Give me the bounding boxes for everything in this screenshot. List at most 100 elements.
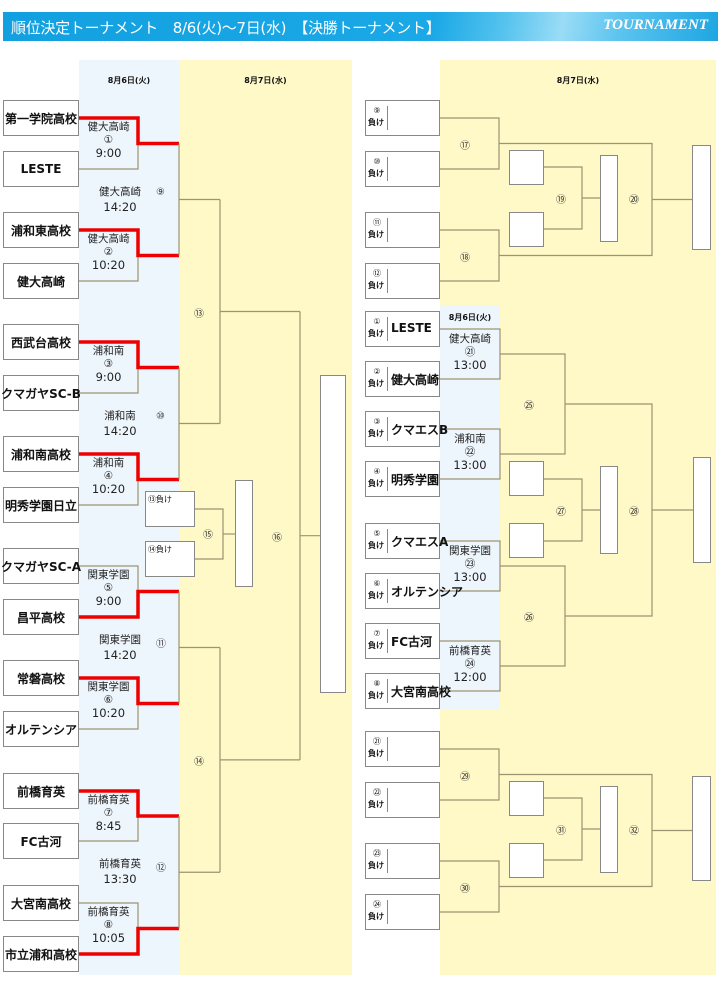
match-number: ⑫ [156, 863, 166, 875]
team-box[interactable]: 健大高崎 [3, 263, 79, 299]
lose-label: 負け [368, 912, 384, 921]
slot-divider [387, 788, 388, 812]
team-box[interactable]: クマガヤSC-B [1, 375, 81, 411]
winner-path [79, 926, 179, 956]
lose-label: 負け [368, 118, 384, 127]
match-time: 13:00 [453, 570, 487, 584]
match-time: 9:00 [95, 146, 122, 160]
lose-label: 負け [368, 281, 384, 290]
match-time: 9:00 [95, 370, 122, 384]
page-header: 順位決定トーナメント 8/6(火)〜7日(水) 【決勝トーナメント】 TOURN… [3, 12, 718, 41]
match-time: 10:20 [91, 258, 126, 272]
date-right-day1: 8月6日(火) [448, 313, 492, 322]
team-box[interactable]: 明秀学園日立 [3, 487, 79, 523]
team-box[interactable]: クマガヤSC-A [1, 548, 81, 584]
final-winner-box [320, 375, 346, 693]
match-number: ㉑ [464, 346, 476, 358]
match-number: ⑨ [156, 186, 165, 198]
team-box[interactable]: 西武台高校 [3, 324, 79, 360]
team-box[interactable]: 常磐高校 [3, 660, 79, 696]
match-number: ③ [103, 358, 114, 370]
slot-number: ⑩ [373, 157, 381, 166]
team-box[interactable]: FC古河 [3, 823, 79, 859]
match-number: ⑭ [194, 756, 204, 768]
lose-label: 負け [368, 169, 384, 178]
slot-team: クマエスA [391, 535, 449, 549]
result-box [509, 150, 544, 185]
team-box[interactable]: 浦和南高校 [3, 436, 79, 472]
match-number: ㉜ [629, 826, 639, 837]
date-right-day2: 8月7日(水) [556, 76, 600, 85]
slot-divider [387, 737, 388, 761]
match-time: 13:30 [103, 872, 137, 887]
loser-slot[interactable]: ⑫ 負け [365, 263, 440, 299]
result-box [235, 480, 253, 587]
winner-path [79, 589, 179, 619]
lose-label: 負け [368, 429, 384, 438]
winner-path [79, 340, 179, 370]
match-number: ㉛ [556, 826, 566, 837]
loser-label: ⑭負け [148, 545, 172, 554]
slot-divider [387, 417, 388, 441]
loser-slot [145, 541, 195, 577]
winner-path [79, 789, 179, 818]
team-box[interactable]: 第一学院高校 [3, 100, 79, 136]
match-winner: 関東学園 [87, 681, 130, 693]
slot-divider [387, 679, 388, 703]
team-box[interactable]: 市立浦和高校 [3, 936, 79, 972]
team-box[interactable]: 大宮南高校 [3, 885, 79, 921]
match-number: ⑥ [103, 694, 114, 706]
match-time: 10:20 [91, 706, 126, 720]
loser-slot[interactable]: ⑩ 負け [365, 151, 440, 187]
slot-divider [387, 269, 388, 293]
team-box[interactable]: 昌平高校 [3, 599, 79, 635]
slot-divider [387, 579, 388, 603]
match-number: ④ [103, 470, 114, 482]
result-box [600, 786, 618, 873]
slot-divider [387, 317, 388, 341]
match-number: ㉘ [629, 507, 639, 518]
team-box[interactable]: 前橋育英 [3, 773, 79, 809]
result-box [692, 776, 711, 881]
match-time: 10:05 [91, 931, 126, 945]
team-box[interactable]: オルテンシア [3, 711, 79, 747]
team-box[interactable]: 浦和東高校 [3, 212, 79, 248]
team-box[interactable]: LESTE [3, 151, 79, 187]
match-winner: 浦和南 [92, 457, 125, 469]
result-box [509, 461, 544, 496]
match-time: 10:20 [91, 482, 126, 496]
lose-label: 負け [368, 691, 384, 700]
match-number: ㉔ [464, 658, 476, 670]
match-number: ⑰ [460, 140, 470, 152]
slot-number: ㉑ [373, 737, 381, 746]
slot-number: ⑧ [373, 679, 381, 688]
lose-label: 負け [368, 749, 384, 758]
page-title: 順位決定トーナメント 8/6(火)〜7日(水) 【決勝トーナメント】 [11, 19, 441, 37]
match-winner: 前橋育英 [99, 858, 141, 871]
match-number: ㉚ [460, 883, 470, 895]
slot-divider [387, 467, 388, 491]
lose-label: 負け [368, 641, 384, 650]
match-winner: 浦和南 [92, 345, 125, 357]
winner-path [79, 228, 179, 258]
slot-number: ⑫ [373, 269, 381, 278]
match-winner: 健大高崎 [87, 233, 130, 245]
match-winner: 関東学園 [449, 545, 491, 557]
match-number: ㉓ [464, 558, 476, 570]
slot-number: ⑥ [373, 579, 381, 588]
